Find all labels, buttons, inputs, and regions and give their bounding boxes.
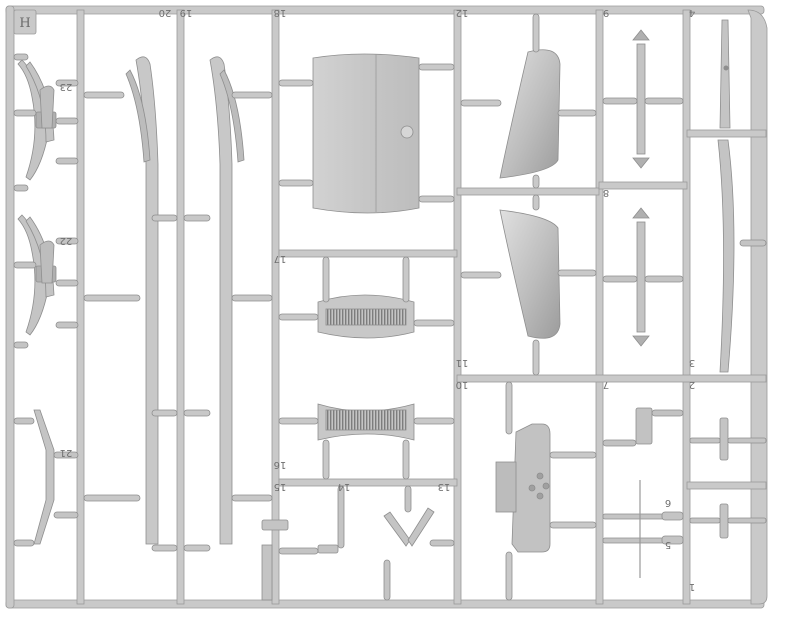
part-number-6: 6	[665, 497, 671, 508]
part-number-8: 8	[603, 187, 609, 198]
part-number-23: 23	[60, 81, 73, 92]
part-number-21: 21	[60, 447, 73, 458]
axle-bracket	[13, 409, 79, 547]
sprue-frame	[5, 5, 768, 609]
part-number-5: 5	[665, 539, 671, 550]
part-number-11: 11	[456, 357, 469, 368]
radiator-grille-upper	[278, 256, 455, 339]
small-part-15	[261, 519, 289, 601]
chassis-rail-20	[83, 56, 178, 552]
fender-upper	[460, 13, 597, 189]
fender-lower	[460, 194, 597, 376]
dashboard-part	[495, 381, 597, 601]
part-number-10: 10	[456, 379, 469, 390]
bracket-part-7	[602, 407, 684, 447]
bar-part-4	[719, 19, 731, 129]
part-number-16: 16	[274, 459, 287, 470]
chassis-rail-19	[183, 56, 273, 552]
radiator-grille-lower	[278, 403, 455, 480]
part-number-18: 18	[274, 7, 287, 18]
bar-part-3	[717, 139, 767, 373]
strip-part-9	[602, 29, 684, 169]
v-brace-part-13	[383, 485, 455, 601]
part-number-14: 14	[338, 481, 351, 492]
part-number-9: 9	[603, 7, 609, 18]
rod-parts-5-6	[602, 480, 684, 578]
strip-part-8	[602, 207, 684, 347]
part-number-13: 13	[438, 481, 451, 492]
part-number-1: 1	[689, 581, 695, 592]
part-number-19: 19	[180, 7, 193, 18]
part-number-2: 2	[689, 379, 695, 390]
part-number-3: 3	[689, 357, 695, 368]
part-number-15: 15	[274, 481, 287, 492]
sprue-letter-tab: H	[13, 9, 37, 35]
leaf-spring-upper	[13, 53, 79, 192]
part-number-22: 22	[60, 235, 73, 246]
cab-panel	[278, 53, 455, 214]
small-bars-1-2	[689, 417, 767, 539]
part-number-17: 17	[274, 253, 287, 264]
part-number-12: 12	[456, 7, 469, 18]
part-number-4: 4	[689, 7, 695, 18]
sprue-letter: H	[19, 16, 30, 31]
small-part-14	[278, 485, 345, 555]
part-number-20: 20	[159, 7, 172, 18]
part-number-7: 7	[603, 379, 609, 390]
leaf-spring-lower	[13, 214, 79, 349]
